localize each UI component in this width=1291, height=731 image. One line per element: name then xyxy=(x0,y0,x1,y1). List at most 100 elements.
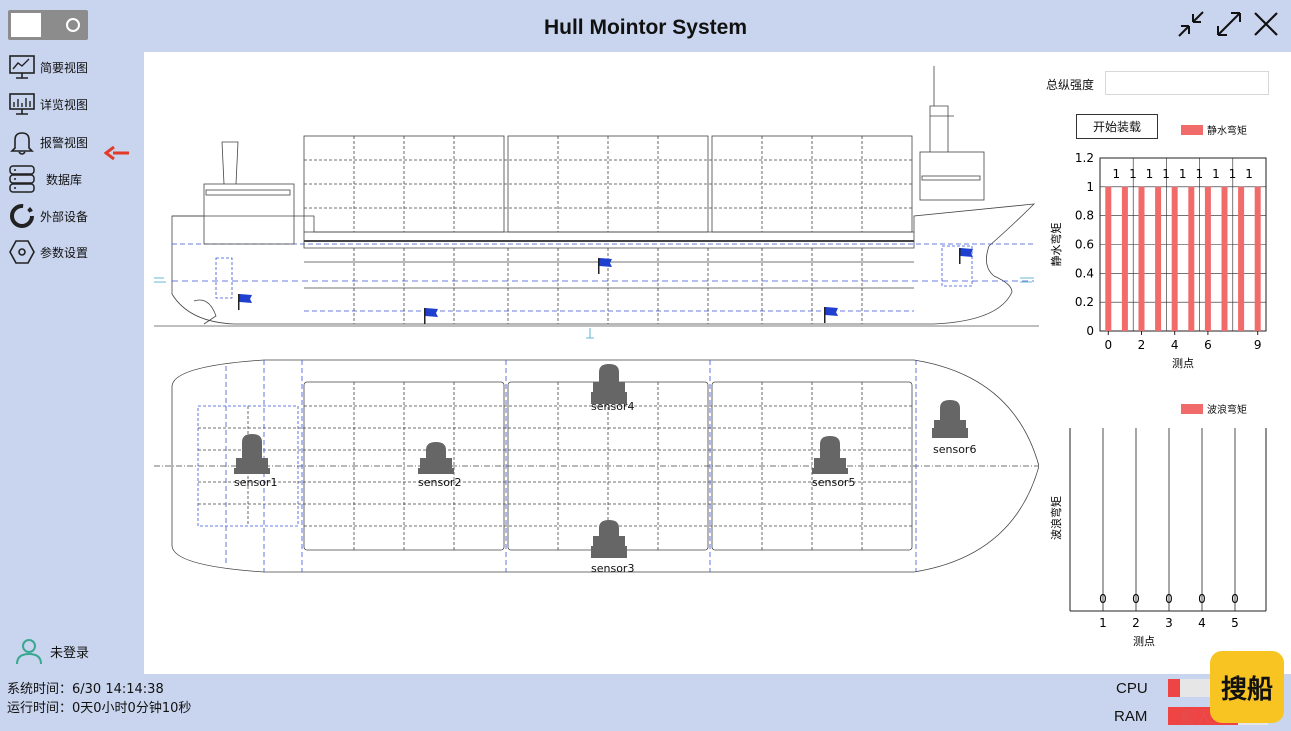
main-panel: sensor1 sensor2 sensor3 sensor4 sensor5 … xyxy=(144,52,1291,674)
y-tick-label: 0 xyxy=(1086,324,1094,338)
bar xyxy=(1138,186,1145,331)
sidebar: 简要视图 详览视图 报警视图 数据库 外部设备 xyxy=(0,52,144,672)
ram-label: RAM xyxy=(1114,708,1148,725)
sidebar-item-detail-view[interactable]: 详览视图 xyxy=(8,89,138,119)
sensor6-icon xyxy=(932,400,968,438)
ship-side-view xyxy=(154,66,1039,339)
data-label: 1 xyxy=(1212,167,1220,181)
sensor3-icon xyxy=(591,520,627,558)
flag-icon xyxy=(824,307,838,323)
active-arrow-icon xyxy=(104,146,129,160)
legend-label: 波浪弯矩 xyxy=(1207,405,1247,416)
flag-icon xyxy=(424,308,438,324)
legend-label: 静水弯矩 xyxy=(1207,126,1247,137)
title-bar: Hull Mointor System xyxy=(0,0,1291,52)
sensor-layer xyxy=(234,364,968,558)
data-label: 1 xyxy=(1195,167,1203,181)
data-label: 1 xyxy=(1179,167,1187,181)
status-bar: 系统时间：6/30 14:14:38 运行时间：0天0小时0分钟10秒 CPU … xyxy=(0,674,1291,731)
sensor2-icon xyxy=(418,442,454,474)
x-tick-label: 4 xyxy=(1198,616,1206,630)
sidebar-item-summary-view[interactable]: 简要视图 xyxy=(8,52,138,82)
bell-icon xyxy=(10,132,34,155)
data-label: 0 xyxy=(1231,592,1239,606)
sidebar-item-label: 报警视图 xyxy=(40,135,89,150)
system-time: 系统时间：6/30 14:14:38 xyxy=(7,682,164,697)
legend-swatch xyxy=(1181,124,1203,135)
legend-swatch xyxy=(1181,403,1203,414)
x-tick-label: 2 xyxy=(1132,616,1140,630)
detail-screen-icon xyxy=(9,93,35,115)
data-label: 1 xyxy=(1162,167,1170,181)
y-axis-label: 波浪弯矩 xyxy=(1049,496,1063,540)
total-strength-label: 总纵强度 xyxy=(1046,78,1095,92)
x-tick-label: 2 xyxy=(1138,338,1146,352)
flag-icon xyxy=(238,294,252,310)
bar xyxy=(1155,186,1162,331)
sensor-label: sensor3 xyxy=(591,562,635,575)
x-tick-label: 9 xyxy=(1254,338,1262,352)
x-axis-label: 测点 xyxy=(1172,357,1194,370)
restore-icon[interactable] xyxy=(1175,8,1207,40)
hexagon-gear-icon xyxy=(9,240,35,264)
bar xyxy=(1121,186,1128,331)
watermark: 船人 xyxy=(1180,708,1213,727)
theme-toggle[interactable] xyxy=(8,10,88,40)
x-tick-label: 4 xyxy=(1171,338,1179,352)
sensor1-icon xyxy=(234,434,270,474)
user-login-label: 未登录 xyxy=(50,645,90,661)
chart1-legend: 静水弯矩 xyxy=(1181,122,1247,137)
sensor-label: sensor4 xyxy=(591,400,635,413)
x-tick-label: 6 xyxy=(1204,338,1212,352)
cpu-meter-fill xyxy=(1168,679,1180,697)
sidebar-item-external-device[interactable]: 外部设备 xyxy=(8,201,138,231)
data-label: 1 xyxy=(1129,167,1137,181)
data-label: 0 xyxy=(1165,592,1173,606)
bar xyxy=(1188,186,1195,331)
sidebar-item-parameter-settings[interactable]: 参数设置 xyxy=(8,237,138,267)
maximize-icon[interactable] xyxy=(1213,8,1245,40)
sidebar-item-alarm-view[interactable]: 报警视图 xyxy=(8,127,138,157)
sidebar-item-database[interactable]: 数据库 xyxy=(8,164,138,194)
bar xyxy=(1204,186,1211,331)
device-ring-icon xyxy=(10,204,34,228)
flag-icon xyxy=(959,248,973,264)
data-label: 0 xyxy=(1132,592,1140,606)
chart-screen-icon xyxy=(9,55,35,79)
y-tick-label: 1 xyxy=(1086,180,1094,194)
user-status[interactable]: 未登录 xyxy=(14,636,89,666)
data-label: 0 xyxy=(1198,592,1206,606)
database-icon xyxy=(9,165,35,193)
bar xyxy=(1105,186,1112,331)
run-time: 运行时间：0天0小时0分钟10秒 xyxy=(7,701,192,716)
x-tick-label: 1 xyxy=(1099,616,1107,630)
y-axis-label: 静水弯矩 xyxy=(1049,223,1063,267)
app-logo: 搜船 xyxy=(1210,651,1284,723)
sidebar-item-label: 参数设置 xyxy=(40,245,89,260)
ship-plan-view xyxy=(154,359,1039,573)
user-icon xyxy=(16,639,42,665)
cpu-label: CPU xyxy=(1116,680,1148,697)
x-tick-label: 3 xyxy=(1165,616,1173,630)
side-view-flags xyxy=(238,248,973,324)
bar xyxy=(1171,186,1178,331)
total-strength-field[interactable] xyxy=(1105,71,1269,95)
sensor5-icon xyxy=(812,436,848,474)
sidebar-item-label: 详览视图 xyxy=(40,97,89,112)
y-tick-label: 0.2 xyxy=(1075,295,1094,309)
x-tick-label: 0 xyxy=(1104,338,1112,352)
data-label: 1 xyxy=(1112,167,1120,181)
x-axis-label: 测点 xyxy=(1133,635,1155,648)
y-tick-label: 0.4 xyxy=(1075,266,1094,280)
data-label: 1 xyxy=(1245,167,1253,181)
data-label: 1 xyxy=(1146,167,1154,181)
y-tick-label: 0.6 xyxy=(1075,238,1094,252)
start-loading-button[interactable]: 开始装载 xyxy=(1076,114,1158,139)
bar xyxy=(1238,186,1245,331)
y-tick-label: 0.8 xyxy=(1075,209,1094,223)
y-tick-label: 1.2 xyxy=(1075,151,1094,165)
close-icon[interactable] xyxy=(1250,8,1282,40)
window-title: Hull Mointor System xyxy=(543,16,748,39)
bar xyxy=(1254,186,1261,331)
